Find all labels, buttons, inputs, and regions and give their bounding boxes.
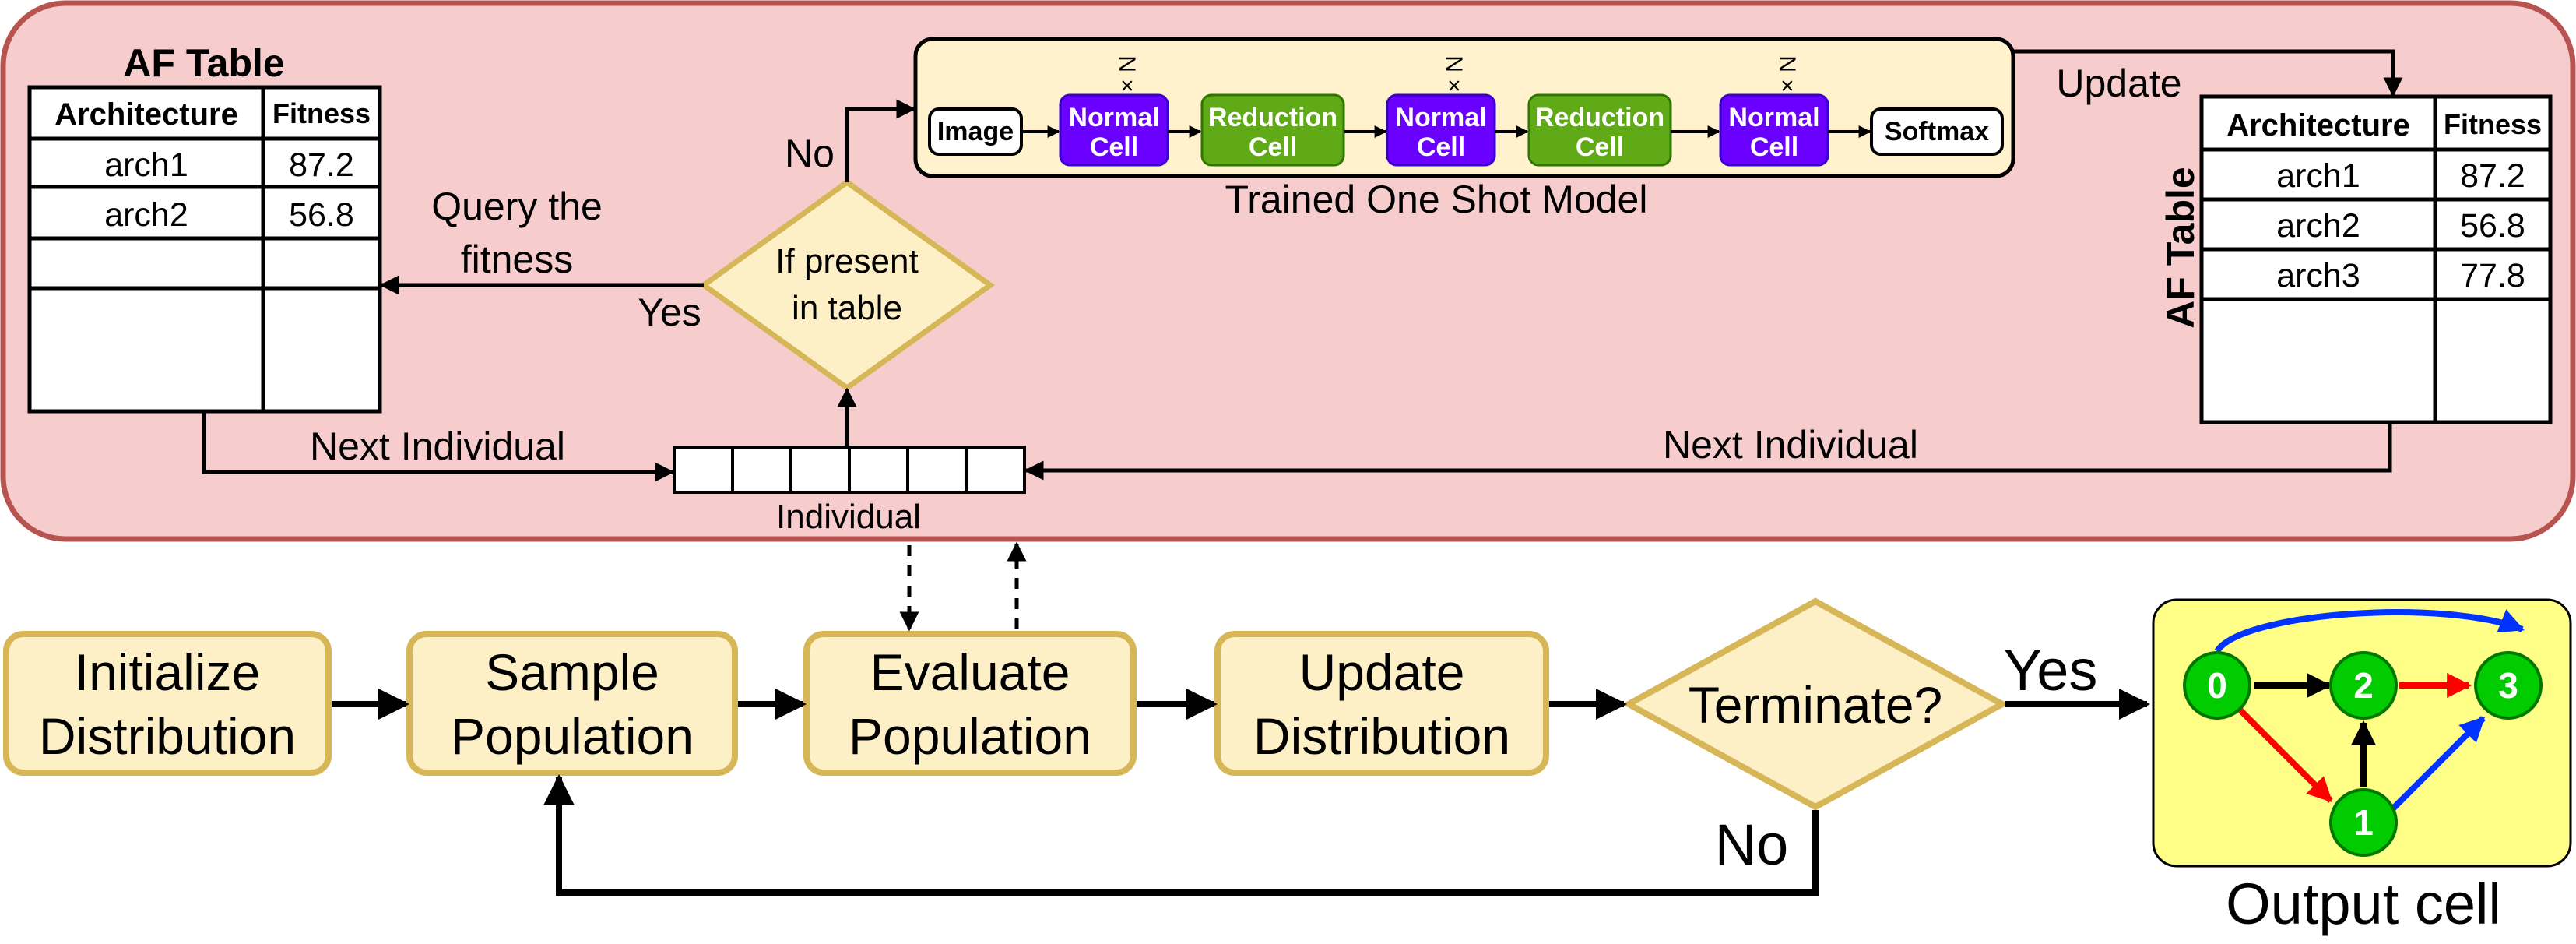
step-sample (406, 631, 738, 776)
left-table-header-fitness: Fitness (272, 97, 371, 129)
graph-node (2474, 651, 2543, 720)
terminate-label: Terminate? (1689, 676, 1943, 734)
step-evaluate (803, 631, 1137, 776)
softmax-block (1870, 107, 2004, 156)
step-label: Distribution (1253, 707, 1510, 765)
right-table-header-architecture: Architecture (2226, 108, 2410, 143)
panel-connectors (202, 49, 2403, 482)
normal-cell-label: Normal (1728, 103, 1819, 132)
decision-no-arrow (845, 99, 916, 182)
update-arrow (2013, 49, 2403, 97)
right-table-cell: 77.8 (2460, 257, 2525, 294)
edge-0-3 (2214, 609, 2525, 653)
individual-label: Individual (776, 498, 921, 536)
no-label-bottom: No (1715, 812, 1789, 877)
step-update (1214, 631, 1549, 776)
softmax-block-label: Softmax (1885, 117, 1989, 146)
left-table-cell: arch2 (104, 196, 188, 234)
output-cell-caption: Output cell (2226, 872, 2501, 936)
right-table-cell: arch2 (2276, 207, 2360, 245)
next-individual-right-label: Next Individual (1663, 423, 1918, 467)
yes-label-bottom: Yes (2004, 638, 2098, 703)
reduction-cell-label: Reduction (1535, 103, 1664, 132)
left-table-cell: 87.2 (289, 146, 354, 184)
next-individual-left-arrow (202, 411, 675, 482)
left-table-cell: arch1 (104, 146, 188, 184)
repeat-n-label: N × (1441, 55, 1467, 93)
step-label: Initialize (75, 643, 260, 701)
normal-cell-label: Cell (1750, 132, 1798, 162)
query-fitness-label: Query the (431, 185, 603, 228)
yes-label-left: Yes (638, 291, 701, 334)
right-table-cell: 56.8 (2460, 207, 2525, 245)
normal-cell-label: Normal (1068, 103, 1159, 132)
flow-connectors (332, 689, 2150, 896)
graph-node-label: 0 (2207, 665, 2227, 706)
edge-0-1 (2238, 708, 2333, 803)
left-af-table-title: AF Table (123, 41, 284, 85)
right-af-table: AF Table Architecture Fitness arch1 87.2… (2159, 94, 2553, 424)
terminate-no-arrow (543, 774, 1819, 896)
graph-node (2183, 651, 2251, 720)
left-table-header-architecture: Architecture (54, 97, 238, 132)
graph-node-label: 1 (2353, 802, 2374, 843)
update-label: Update (2056, 62, 2181, 105)
decision-label: in table (792, 289, 902, 327)
edge-1-3 (2391, 716, 2486, 811)
step-label: Evaluate (870, 643, 1070, 701)
normal-cell-label: Cell (1417, 132, 1465, 162)
right-table-cell: arch1 (2276, 157, 2360, 195)
model-caption: Trained One Shot Model (1225, 178, 1648, 221)
step-label: Distribution (39, 707, 296, 765)
reduction-cell-label: Cell (1249, 132, 1297, 162)
flow-labels: Yes No (1715, 638, 2098, 877)
process-steps: Initialize Distribution Sample Populatio… (3, 597, 2009, 811)
step-initialize (3, 631, 332, 776)
next-individual-left-label: Next Individual (310, 424, 565, 468)
decision-if-present: If present in table (698, 178, 996, 392)
one-shot-model: Image Normal Cell N × Reduction Cell Nor… (913, 37, 2015, 221)
graph-node (2329, 788, 2398, 857)
panel-labels: No Yes Query the fitness Next Individual… (310, 62, 2182, 468)
normal-cell-label: Cell (1090, 132, 1138, 162)
right-table-cell: arch3 (2276, 257, 2360, 294)
reduction-cell-label: Reduction (1208, 103, 1337, 132)
right-af-table-title: AF Table (2159, 167, 2202, 328)
individual-strip: Individual (673, 446, 1026, 536)
step-label: Update (1299, 643, 1465, 701)
step-label: Population (849, 707, 1091, 765)
terminate-diamond (1622, 597, 2009, 811)
decision-label: If present (775, 242, 918, 280)
left-af-table: AF Table Architecture Fitness arch1 87.2… (27, 41, 382, 414)
normal-cell-label: Normal (1395, 103, 1486, 132)
right-table-header-fitness: Fitness (2444, 108, 2542, 140)
step-label: Sample (485, 643, 659, 701)
graph-node-label: 3 (2498, 665, 2518, 706)
query-fitness-label: fitness (461, 238, 574, 281)
repeat-n-label: N × (1774, 55, 1800, 93)
right-table-cell: 87.2 (2460, 157, 2525, 195)
next-individual-right-arrow (1024, 422, 2392, 481)
step-label: Population (451, 707, 694, 765)
reduction-cell-label: Cell (1576, 132, 1624, 162)
repeat-n-label: N × (1114, 55, 1140, 93)
left-table-cell: 56.8 (289, 196, 354, 234)
graph-node (2329, 651, 2398, 720)
graph-node-label: 2 (2353, 665, 2374, 706)
image-block-label: Image (937, 117, 1014, 146)
no-label-top: No (785, 132, 835, 175)
output-cell: 0 2 3 1 Output cell (2152, 598, 2572, 936)
